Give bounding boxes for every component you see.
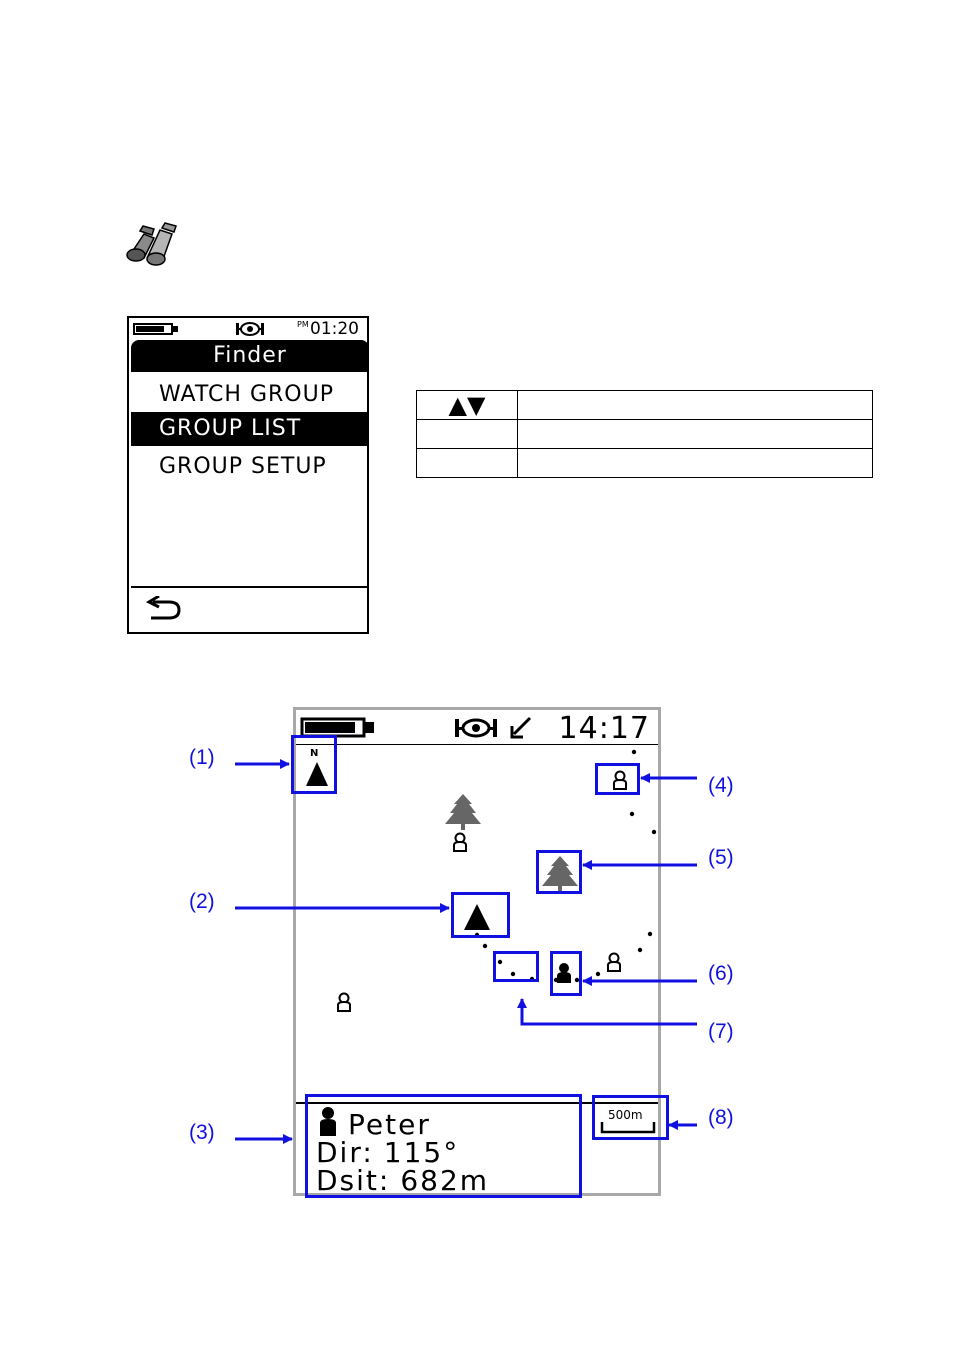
callout-label-4: (4) [708, 774, 734, 797]
tree-icon [542, 856, 578, 892]
status-bar: PM 01:20 [129, 318, 367, 340]
key-cell [416, 448, 518, 478]
back-arrow-icon[interactable] [145, 596, 185, 624]
status-time: 01:20 [310, 319, 359, 339]
menu-item-watch-group[interactable]: WATCH GROUP [159, 382, 334, 407]
highlight-track [493, 951, 539, 982]
highlight-scale [592, 1095, 669, 1140]
map-screen: 14:17 N [293, 707, 661, 1196]
callout-label-1: (1) [189, 746, 215, 769]
direction-value: 115° [383, 1136, 460, 1169]
callout-label-5: (5) [708, 846, 734, 869]
description-cell [517, 419, 873, 449]
divider [296, 744, 658, 745]
person-filled-icon [320, 1107, 336, 1136]
direction-readout: Dir: 115° [316, 1138, 459, 1168]
distance-value: 682m [400, 1164, 490, 1197]
highlight-info-panel [305, 1094, 582, 1198]
highlight-waypoint [451, 892, 510, 938]
person-outline-icon [613, 770, 627, 790]
radio-icon [455, 718, 497, 738]
callout-label-6: (6) [708, 962, 734, 985]
person-outline-icon [607, 952, 621, 972]
divider [296, 1102, 658, 1104]
tree-icon [445, 794, 481, 830]
ampm-indicator: PM [297, 320, 309, 329]
compass-north-label: N [310, 748, 319, 759]
finder-menu-screen: PM 01:20 Finder WATCH GROUP GROUP LIST G… [127, 316, 369, 634]
person-filled-icon [557, 963, 571, 983]
scale-bar [600, 1122, 656, 1134]
person-outline-icon [337, 992, 351, 1012]
menu-title: Finder [131, 340, 369, 372]
binoculars-icon [126, 222, 177, 266]
radio-icon [236, 322, 264, 336]
member-name: Peter [348, 1108, 431, 1141]
battery-icon [133, 323, 178, 335]
person-outline-icon [453, 832, 467, 852]
direction-label: Dir: [316, 1136, 374, 1169]
scale-label: 500m [608, 1108, 643, 1122]
table-row [416, 419, 873, 449]
description-cell [517, 448, 873, 478]
highlight-compass [291, 735, 337, 794]
callout-label-7: (7) [708, 1020, 734, 1043]
key-cell [416, 419, 518, 449]
key-table: ▲▼ [416, 390, 873, 478]
callout-label-8: (8) [708, 1106, 734, 1129]
key-cell: ▲▼ [416, 390, 518, 420]
highlight-member [595, 763, 640, 795]
highlight-selected-member [550, 951, 582, 996]
menu-item-group-setup[interactable]: GROUP SETUP [159, 454, 327, 479]
callout-label-2: (2) [189, 890, 215, 913]
highlight-tree [536, 850, 582, 894]
table-row [416, 448, 873, 478]
gps-fix-icon [510, 716, 532, 739]
distance-label: Dsit: [316, 1164, 391, 1197]
callout-label-3: (3) [189, 1121, 215, 1144]
distance-readout: Dsit: 682m [316, 1166, 489, 1196]
status-time: 14:17 [558, 711, 650, 746]
compass-north-icon [306, 762, 328, 786]
menu-item-group-list[interactable]: GROUP LIST [131, 412, 367, 446]
divider [131, 586, 367, 588]
table-row: ▲▼ [416, 390, 873, 420]
description-cell [517, 390, 873, 420]
waypoint-icon [464, 904, 490, 930]
